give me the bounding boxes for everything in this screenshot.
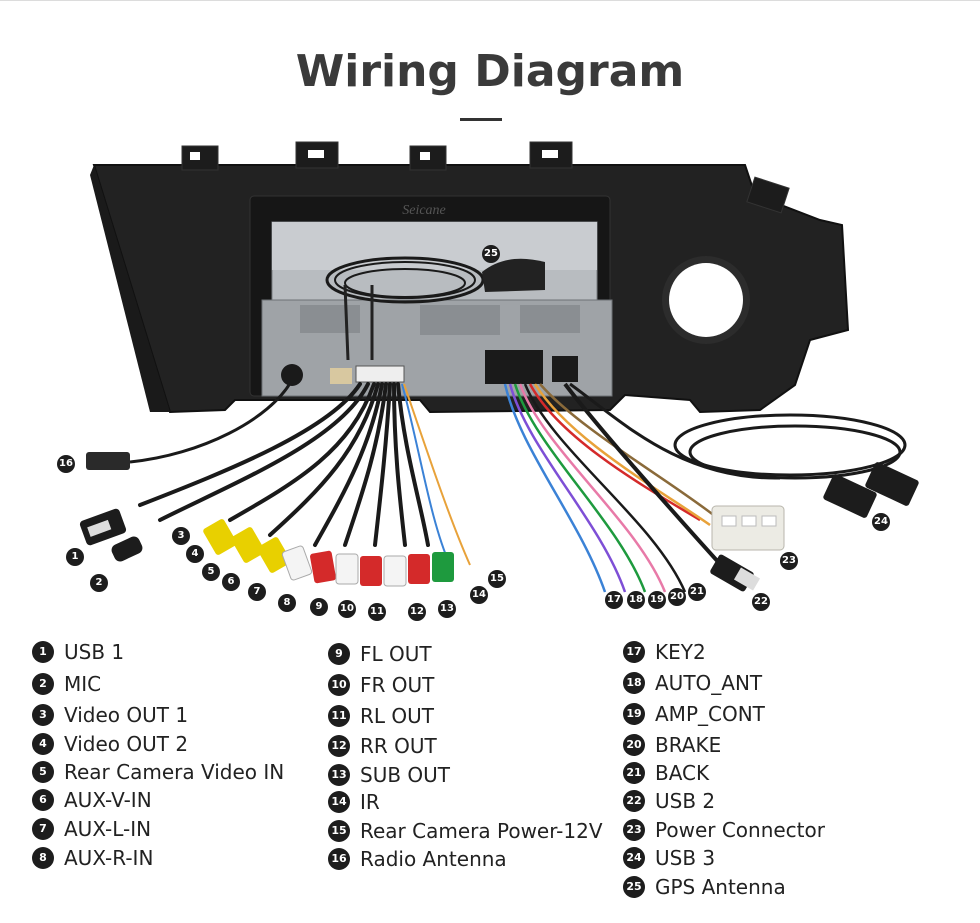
- legend-label: USB 3: [655, 846, 716, 870]
- legend-label: USB 2: [655, 789, 716, 813]
- marker-14: 14: [470, 586, 488, 604]
- page-title: Wiring Diagram: [295, 46, 685, 97]
- marker-13: 13: [438, 600, 456, 618]
- left-harness: [138, 382, 430, 547]
- marker-10: 10: [338, 600, 356, 618]
- marker-11: 11: [368, 603, 386, 621]
- usb2-cable: [563, 382, 761, 592]
- marker-1: 1: [66, 548, 84, 566]
- marker-20: 20: [668, 588, 686, 606]
- legend-badge: 8: [32, 847, 54, 869]
- marker-2: 2: [90, 574, 108, 592]
- top-divider: [0, 0, 980, 1]
- usb3-connectors: [823, 462, 919, 518]
- legend-badge: 5: [32, 761, 54, 783]
- marker-21: 21: [688, 583, 706, 601]
- legend-badge: 6: [32, 789, 54, 811]
- marker-9: 9: [310, 598, 328, 616]
- wiring-photo: Seicane: [79, 141, 919, 593]
- legend-label: RL OUT: [360, 704, 434, 728]
- marker-12: 12: [408, 603, 426, 621]
- rca-plugs: [203, 519, 454, 587]
- legend-badge: 18: [623, 672, 645, 694]
- legend-label: Radio Antenna: [360, 847, 507, 871]
- legend-label: AUX-L-IN: [64, 817, 152, 841]
- marker-3: 3: [172, 527, 190, 545]
- marker-23: 23: [780, 552, 798, 570]
- marker-24: 24: [872, 513, 890, 531]
- legend-badge: 1: [32, 641, 54, 663]
- mic-connector: [111, 536, 143, 562]
- legend-label: Video OUT 1: [64, 703, 189, 727]
- marker-25: 25: [482, 245, 500, 263]
- legend-badge: 21: [623, 762, 645, 784]
- marker-18: 18: [627, 591, 645, 609]
- marker-4: 4: [186, 545, 204, 563]
- legend-badge: 19: [623, 703, 645, 725]
- legend-label: USB 1: [64, 640, 125, 664]
- legend-badge: 20: [623, 734, 645, 756]
- legend-label: Power Connector: [655, 818, 825, 842]
- legend-badge: 13: [328, 764, 350, 786]
- usb1-connector: [79, 508, 127, 546]
- legend-badge: 4: [32, 733, 54, 755]
- legend-label: AUX-V-IN: [64, 788, 152, 812]
- title-underline: [460, 118, 502, 121]
- legend-badge: 3: [32, 704, 54, 726]
- legend-label: Rear Camera Power-12V: [360, 819, 603, 843]
- legend-badge: 25: [623, 876, 645, 898]
- legend-badge: 23: [623, 819, 645, 841]
- legend-badge: 7: [32, 818, 54, 840]
- legend-badge: 11: [328, 705, 350, 727]
- marker-16: 16: [57, 455, 75, 473]
- legend-label: Rear Camera Video IN: [64, 760, 285, 784]
- legend-label: FR OUT: [360, 673, 435, 697]
- legend-badge: 22: [623, 790, 645, 812]
- legend-label: Video OUT 2: [64, 732, 189, 756]
- gps-antenna: [325, 256, 545, 361]
- marker-6: 6: [222, 573, 240, 591]
- legend-label: AUTO_ANT: [655, 671, 763, 695]
- legend-label: RR OUT: [360, 734, 437, 758]
- legend-badge: 24: [623, 847, 645, 869]
- usb3-coil: [569, 382, 907, 480]
- legend-badge: 16: [328, 848, 350, 870]
- marker-7: 7: [248, 583, 266, 601]
- marker-5: 5: [202, 563, 220, 581]
- legend-label: AMP_CONT: [655, 702, 765, 726]
- marker-15: 15: [488, 570, 506, 588]
- marker-22: 22: [752, 593, 770, 611]
- legend-label: GPS Antenna: [655, 875, 786, 899]
- power-connector: [711, 505, 785, 551]
- brand-watermark: Seicane: [402, 203, 446, 218]
- legend-label: FL OUT: [360, 642, 432, 666]
- legend-label: BACK: [655, 761, 710, 785]
- marker-8: 8: [278, 594, 296, 612]
- legend-badge: 14: [328, 791, 350, 813]
- marker-17: 17: [605, 591, 623, 609]
- legend-label: AUX-R-IN: [64, 846, 154, 870]
- legend-label: SUB OUT: [360, 763, 451, 787]
- legend-badge: 10: [328, 674, 350, 696]
- legend-label: KEY2: [655, 640, 706, 664]
- legend-badge: 9: [328, 643, 350, 665]
- legend-badge: 2: [32, 673, 54, 695]
- legend-label: BRAKE: [655, 733, 722, 757]
- marker-19: 19: [648, 591, 666, 609]
- legend-badge: 15: [328, 820, 350, 842]
- radio-antenna-lead: [86, 379, 294, 470]
- legend-label: MIC: [64, 672, 102, 696]
- legend-label: IR: [360, 790, 380, 814]
- legend-badge: 17: [623, 641, 645, 663]
- legend-badge: 12: [328, 735, 350, 757]
- thin-wires-left: [401, 383, 471, 566]
- head-unit-chassis: [261, 221, 613, 397]
- right-harness: [503, 383, 721, 593]
